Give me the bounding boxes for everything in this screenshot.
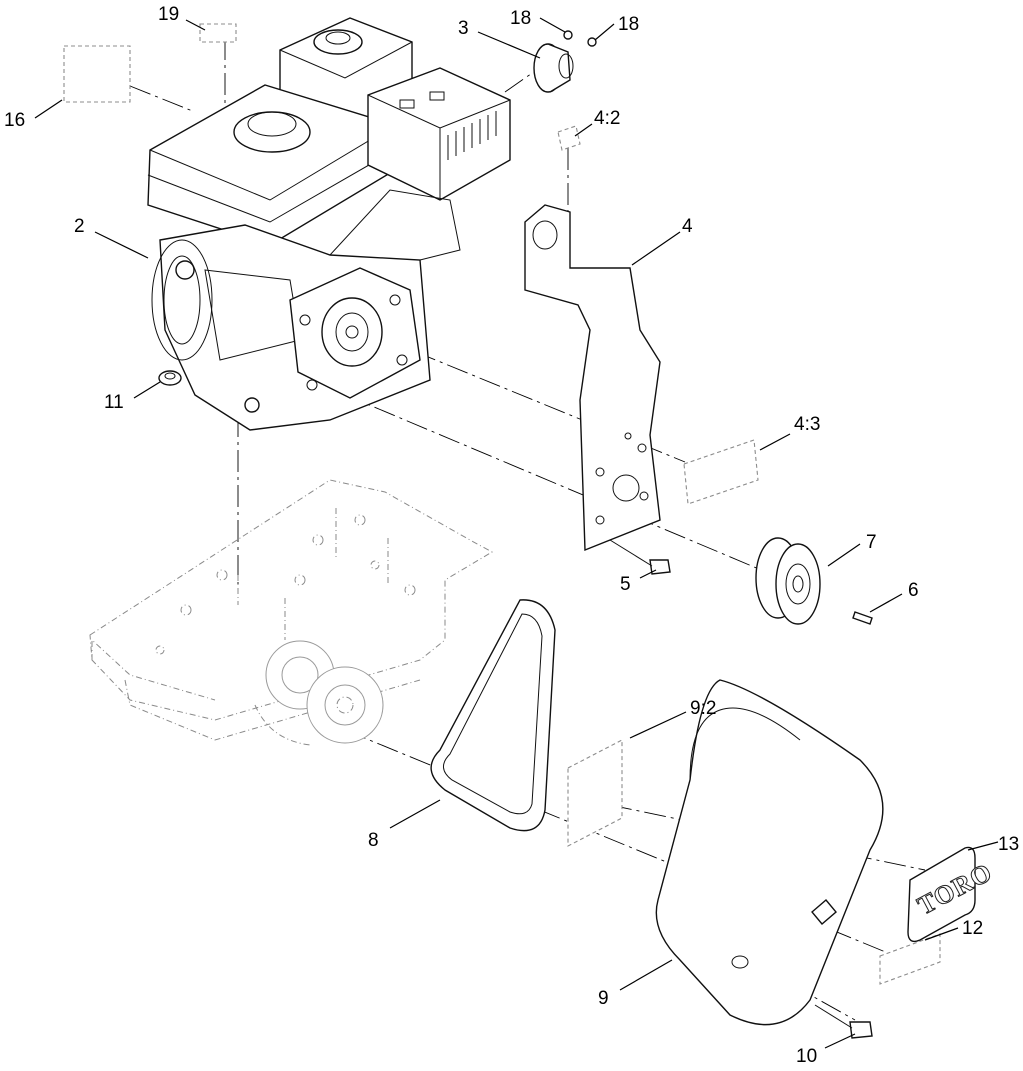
belt-guard-part-9 [655,679,884,1026]
cover-part-3 [533,43,574,93]
belt-part-8 [430,599,556,832]
callout-2: 2 [74,216,85,237]
callout-5: 5 [620,574,631,595]
decals [63,23,941,985]
callout-8: 8 [368,830,379,851]
callout-4-2: 4:2 [594,108,620,129]
callout-12: 12 [962,918,983,939]
callout-11: 11 [104,392,124,413]
engine-part-2 [147,17,511,431]
muffler-vent-slots [399,91,497,160]
key-part-6 [852,611,873,625]
screw-part-18 [563,30,597,47]
decal-part-4-3 [683,439,759,505]
logo-badge-part-13: TORO [907,846,998,943]
callout-18-right: 18 [618,14,639,35]
callout-13: 13 [998,834,1019,855]
callout-9-2: 9:2 [690,698,716,719]
bolt-part-5 [609,539,671,575]
callout-labels: 19 16 3 18 18 4:2 2 4 11 4:3 7 5 6 9:2 8… [4,4,1019,1067]
callout-19: 19 [158,4,179,25]
leader-lines [34,17,999,1049]
base-plate-ghost [89,479,494,746]
callout-16: 16 [4,110,25,131]
callout-4: 4 [682,216,693,237]
decal-part-16 [63,45,131,103]
callout-3: 3 [458,18,469,39]
callout-6: 6 [908,580,919,601]
callout-9: 9 [598,988,609,1009]
bracket-part-4 [524,204,661,552]
decal-part-4-2 [557,125,581,151]
decal-part-9-2 [567,739,623,847]
bolt-part-10 [814,1004,873,1039]
pulley-part-7 [755,537,821,625]
callout-4-3: 4:3 [794,414,820,435]
callout-7: 7 [866,532,877,553]
callout-18-left: 18 [510,8,531,29]
decal-part-12 [879,933,941,985]
callout-10: 10 [796,1046,817,1067]
decal-part-19 [199,23,237,43]
nut-part-11 [158,370,182,386]
